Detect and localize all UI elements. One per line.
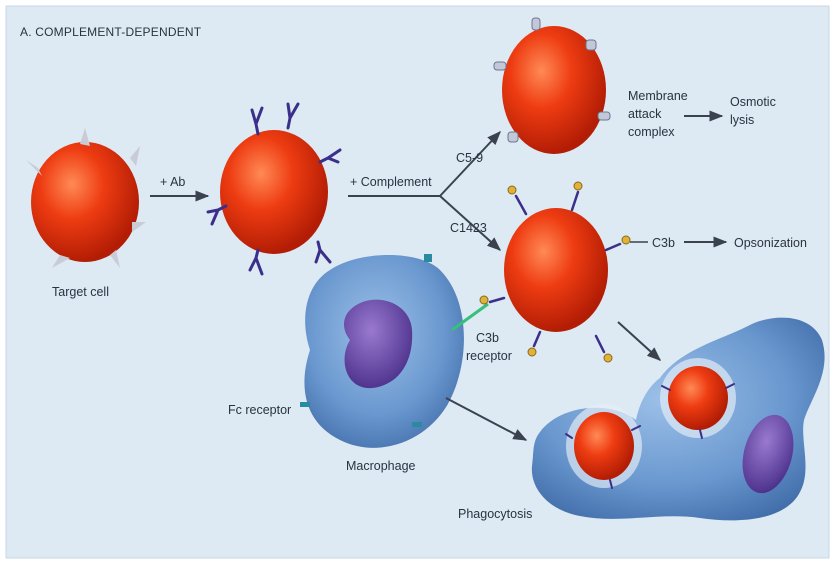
c3b-receptor-label-2: receptor [466,349,512,363]
target-cell-label: Target cell [52,285,109,299]
ingested-cell [668,366,728,430]
membrane-attack-label-3: complex [628,125,675,139]
c3b-bead-icon [480,296,488,304]
fc-receptor-icon [424,254,432,262]
ingested-cell [574,412,634,480]
c3b-label: C3b [652,236,675,250]
fc-receptor-icon [300,402,310,407]
opsonization-label: Opsonization [734,236,807,250]
macrophage-label: Macrophage [346,459,416,473]
mac-pore-icon [598,112,610,120]
c3b-bead-icon [604,354,612,362]
plus-complement-label: + Complement [350,175,432,189]
fc-receptor-icon [412,422,422,427]
c5-9-label: C5-9 [456,151,483,165]
c3b-bead-icon [508,186,516,194]
mac-pore-icon [494,62,506,70]
osmotic-lysis-label-1: Osmotic [730,95,776,109]
c3b-receptor-label-1: C3b [476,331,499,345]
osmotic-lysis-label-2: lysis [730,113,754,127]
plus-ab-label: + Ab [160,175,185,189]
phagocytosis-label: Phagocytosis [458,507,532,521]
c3b-bead-icon [574,182,582,190]
membrane-attack-label-2: attack [628,107,662,121]
mac-pore-icon [508,132,518,142]
mac-pore-icon [586,40,596,50]
diagram-title: A. COMPLEMENT-DEPENDENT [20,25,202,39]
c1423-label: C1423 [450,221,487,235]
mac-pore-icon [532,18,540,30]
fc-receptor-label: Fc receptor [228,403,291,417]
c3b-bead-icon [528,348,536,356]
membrane-attack-label-1: Membrane [628,89,688,103]
c3b-bead-icon [622,236,630,244]
